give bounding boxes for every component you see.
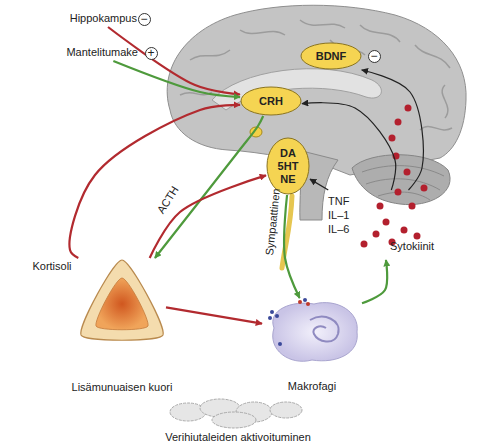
node-text: Hippokampus bbox=[55, 12, 137, 25]
transmitter-ellipse: DA 5HT NE bbox=[266, 137, 310, 195]
macrophage-cell: Makrofagi bbox=[262, 298, 362, 366]
cytokine-dot bbox=[395, 119, 402, 126]
node-text: Makrofagi bbox=[288, 380, 336, 393]
cytokine-dot bbox=[361, 241, 368, 248]
cerebellum bbox=[352, 155, 450, 205]
granule bbox=[306, 302, 310, 306]
cytokine-dot bbox=[414, 233, 421, 240]
cytokine-dot bbox=[377, 203, 384, 210]
cytokine-dot bbox=[383, 219, 390, 226]
node-outline bbox=[262, 298, 362, 366]
effect-sign: − bbox=[138, 13, 151, 26]
connector-arrow bbox=[70, 105, 240, 258]
granule bbox=[268, 316, 272, 320]
connector-arrow bbox=[155, 116, 263, 258]
cytokine-dot bbox=[401, 227, 408, 234]
brain-gyri bbox=[180, 20, 452, 130]
cytokine-dot bbox=[395, 189, 402, 196]
connector-arrow bbox=[310, 179, 328, 190]
cytokine-dots bbox=[361, 105, 428, 248]
cytokine-dot bbox=[421, 185, 428, 192]
granule bbox=[278, 342, 282, 346]
cytokine-dot bbox=[389, 135, 396, 142]
node-text: Lisämunuaisen kuori bbox=[72, 381, 173, 394]
granule bbox=[298, 300, 302, 304]
connector-arrow bbox=[362, 70, 424, 190]
macrophage-body bbox=[273, 303, 358, 362]
node-text: Verihiutaleiden aktivoituminen bbox=[165, 431, 311, 444]
connector-arrow bbox=[362, 260, 387, 303]
cytokine-group: TNF IL–1 IL–6Sytokiinit bbox=[326, 190, 448, 260]
platelet bbox=[270, 402, 302, 418]
granule bbox=[270, 310, 274, 314]
platelet bbox=[212, 412, 256, 428]
connector-arrow bbox=[284, 195, 300, 298]
platelet-group: Verihiutaleiden aktivoituminen bbox=[168, 398, 308, 430]
cytokine-dot bbox=[409, 203, 416, 210]
edge-label: Kortisoli bbox=[32, 260, 71, 273]
cytokine-dot bbox=[373, 231, 380, 238]
ellipse-shape bbox=[241, 87, 301, 115]
effect-sign: + bbox=[145, 47, 158, 60]
adrenal-medulla bbox=[96, 278, 148, 330]
connector-arrow bbox=[150, 175, 266, 258]
granule bbox=[275, 314, 279, 318]
cytokine-dot bbox=[404, 169, 411, 176]
macrophage-nucleus bbox=[310, 317, 339, 342]
node-text: Mantelitumake bbox=[44, 46, 138, 59]
adrenal-cortex: Lisämunuaisen kuori bbox=[78, 258, 166, 342]
cytokine-dot bbox=[405, 105, 412, 112]
node-text: CRH bbox=[259, 95, 283, 108]
edge-label: ACTH bbox=[155, 184, 182, 216]
node-text: Sytokiinit bbox=[390, 240, 434, 253]
connector-arrow bbox=[302, 103, 396, 190]
node-text: BDNF bbox=[316, 50, 347, 63]
connector-arrow bbox=[166, 307, 262, 323]
edge-label: Sympaattinen bbox=[263, 188, 283, 256]
granule bbox=[303, 298, 307, 302]
effect-sign: − bbox=[368, 50, 381, 63]
ellipse-shape bbox=[267, 138, 309, 194]
factor-ellipse: BDNF bbox=[300, 42, 362, 70]
node-text: TNF IL–1 IL–6 bbox=[328, 194, 358, 236]
adrenal-outline bbox=[81, 260, 163, 340]
node-text: DA 5HT NE bbox=[274, 147, 302, 186]
hormone-ellipse: CRH bbox=[240, 86, 302, 116]
ellipse-shape bbox=[301, 43, 361, 69]
cerebellum-folia bbox=[362, 166, 444, 200]
node-outline bbox=[78, 258, 166, 342]
node-outline bbox=[168, 398, 308, 430]
connector-arrow bbox=[113, 61, 240, 97]
brain-region-node: Mantelitumake bbox=[44, 45, 138, 61]
brain-region-node: Hippokampus bbox=[55, 11, 137, 27]
